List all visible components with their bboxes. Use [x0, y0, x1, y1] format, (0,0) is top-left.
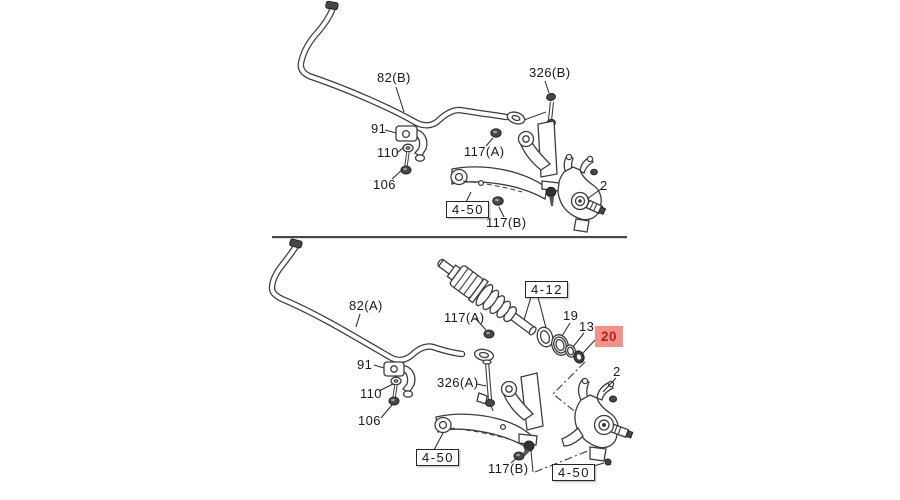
part-label-110-bottom[interactable]: 110	[360, 386, 382, 401]
part-label-117b-bottom[interactable]: 117(B)	[488, 461, 529, 476]
stabilizer-bar-82b	[297, 0, 526, 129]
ring-20-highlighted-part	[573, 350, 585, 364]
ring-19	[551, 334, 569, 356]
part-label-13[interactable]: 13	[579, 319, 595, 334]
nut-117a-top	[490, 128, 502, 138]
section-ref-4-12[interactable]: 4-12	[525, 281, 569, 298]
knuckle-top	[557, 153, 607, 233]
bushing-91-top	[395, 125, 428, 162]
bolt-106-bottom	[388, 384, 400, 406]
part-label-19[interactable]: 19	[563, 308, 579, 323]
knuckle-bottom	[561, 377, 634, 466]
washer-110-top	[402, 143, 414, 153]
part-label-82a[interactable]: 82(A)	[349, 298, 383, 313]
part-label-91-top[interactable]: 91	[371, 121, 387, 136]
part-label-326b[interactable]: 326(B)	[529, 65, 571, 80]
washer-110-bottom	[390, 376, 402, 386]
section-ref-4-50-bottom-left[interactable]: 4-50	[416, 449, 460, 466]
part-label-2-top[interactable]: 2	[600, 178, 608, 193]
bottom-diagram	[268, 238, 634, 473]
leader-lines-top	[384, 80, 602, 218]
part-label-106-bottom[interactable]: 106	[358, 413, 381, 428]
part-label-117a-top[interactable]: 117(A)	[464, 144, 505, 159]
section-ref-4-50-bottom-right[interactable]: 4-50	[552, 464, 596, 481]
part-label-106-top[interactable]: 106	[373, 177, 396, 192]
part-label-82b[interactable]: 82(B)	[377, 70, 411, 85]
ring-13	[564, 344, 577, 358]
stabilizer-link-326a	[476, 329, 495, 412]
bushing-91-bottom	[383, 361, 416, 398]
section-divider	[272, 236, 627, 239]
part-label-117b-top[interactable]: 117(B)	[486, 215, 527, 230]
part-label-2-bottom[interactable]: 2	[613, 364, 621, 379]
stabilizer-bar-82a	[268, 238, 495, 364]
section-ref-4-50-top[interactable]: 4-50	[446, 201, 490, 218]
lower-control-arm-bottom	[434, 413, 538, 473]
seal-ring	[536, 326, 554, 348]
lower-control-arm-top	[450, 166, 560, 206]
part-label-117a-bottom[interactable]: 117(A)	[444, 310, 485, 325]
part-label-110-top[interactable]: 110	[377, 145, 399, 160]
top-diagram	[297, 0, 607, 233]
upper-control-arm-bottom	[500, 372, 544, 431]
cv-axle-shaft	[437, 258, 537, 336]
part-label-20-highlighted[interactable]: 20	[595, 326, 624, 347]
upper-control-arm-top	[517, 120, 558, 178]
nut-117b-top	[492, 196, 504, 206]
part-label-326a[interactable]: 326(A)	[437, 375, 479, 390]
bolt-106-top	[400, 151, 412, 175]
part-label-91-bottom[interactable]: 91	[357, 357, 373, 372]
